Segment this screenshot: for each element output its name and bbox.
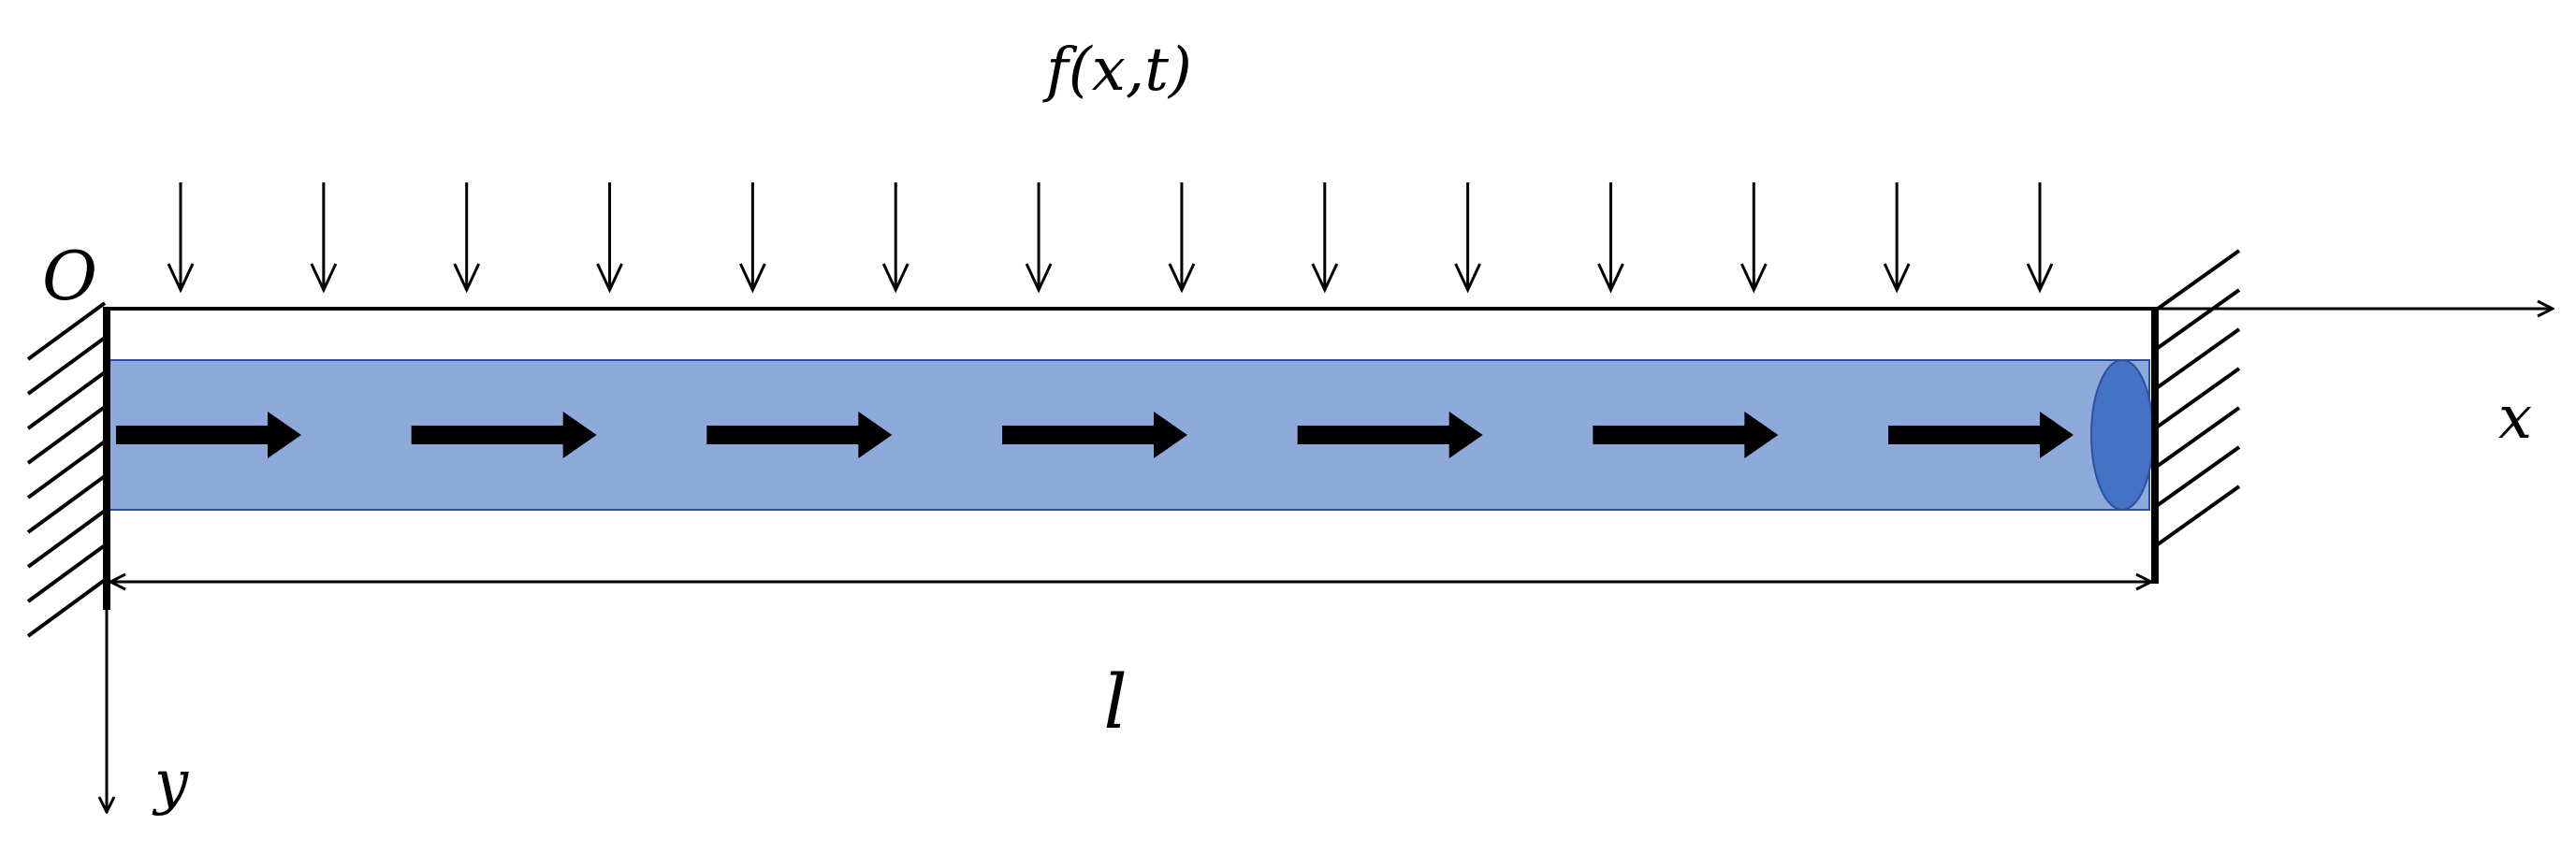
load-arrow (1168, 182, 1196, 294)
hatch-line (26, 336, 107, 396)
hatch-line (26, 578, 107, 638)
load-arrow (1025, 182, 1053, 294)
hatch-line (26, 301, 107, 361)
hatch-line (26, 405, 107, 465)
flow-arrow (1888, 412, 2074, 458)
flow-arrow (1297, 412, 1483, 458)
load-arrow (453, 182, 481, 294)
flow-arrow (1593, 412, 1779, 458)
load-label: f(x,t) (1042, 36, 1192, 105)
origin-label: O (42, 237, 97, 315)
load-arrow (310, 182, 338, 294)
y-axis-label: y (152, 748, 189, 818)
hatch-line (26, 509, 107, 569)
load-arrow (2026, 182, 2054, 294)
load-arrow (1597, 182, 1624, 294)
flow-arrow (116, 412, 301, 458)
x-axis-label: x (2498, 384, 2532, 453)
hatch-line (2156, 445, 2241, 507)
flow-arrow (411, 412, 597, 458)
right-hatch-lines (2156, 249, 2241, 546)
hatch-line (26, 543, 107, 603)
hatch-line (2156, 249, 2241, 311)
load-arrow (1883, 182, 1911, 294)
load-arrow (596, 182, 623, 294)
distributed-load-arrows (167, 182, 2054, 294)
load-arrow (739, 182, 766, 294)
right-fixed-support (2151, 249, 2241, 584)
hatch-line (2156, 367, 2241, 428)
load-arrow (167, 182, 195, 294)
length-label: l (1103, 659, 1128, 745)
hatch-line (26, 474, 107, 534)
left-fixed-support (26, 301, 110, 638)
hatch-line (2156, 485, 2241, 546)
load-arrow (1311, 182, 1339, 294)
hatch-line (2156, 406, 2241, 468)
hatch-line (2156, 327, 2241, 389)
flow-arrow (706, 412, 893, 458)
flow-arrow (1002, 412, 1187, 458)
load-arrow (1739, 182, 1768, 294)
hatch-line (2156, 288, 2241, 350)
hatch-line (26, 370, 107, 430)
load-arrow (881, 182, 910, 294)
left-hatch-lines (26, 301, 107, 638)
flow-arrows (116, 412, 2074, 458)
load-arrow (1454, 182, 1481, 294)
pipe-end-cap (2090, 359, 2154, 511)
hatch-line (26, 440, 107, 499)
